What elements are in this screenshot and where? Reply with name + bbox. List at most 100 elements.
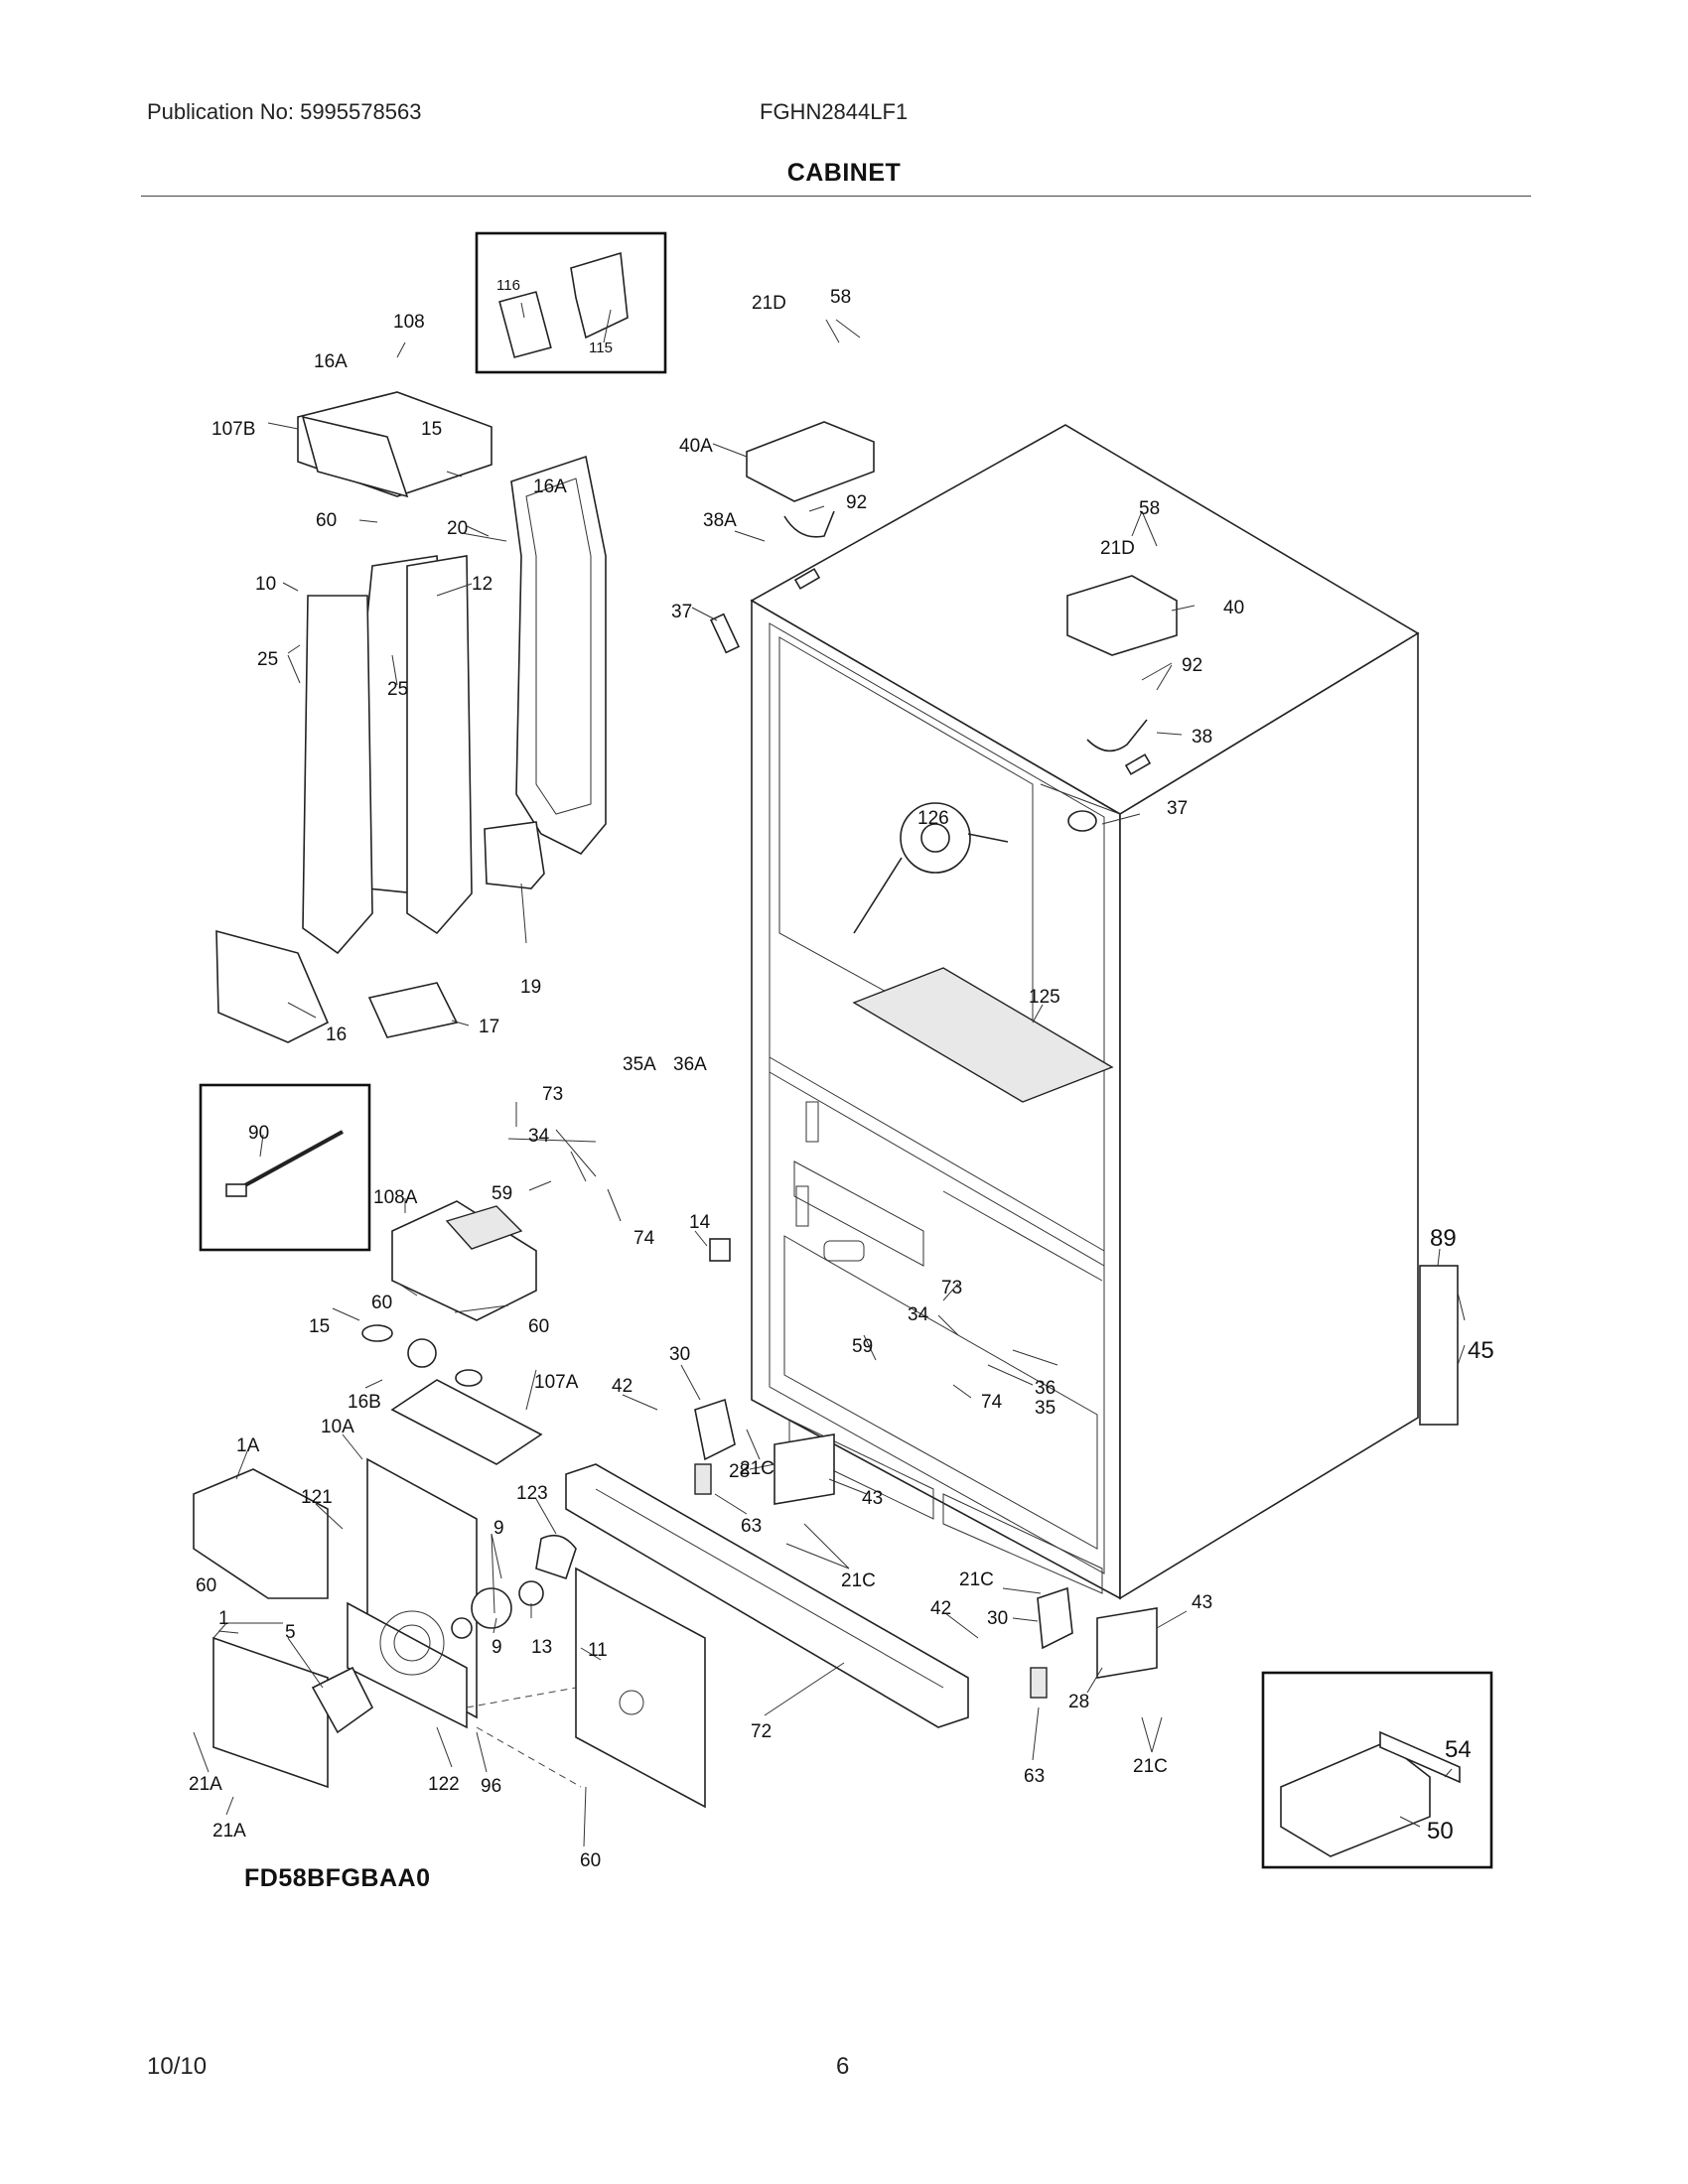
part-label-126: 126 [917, 808, 949, 829]
part-label-28: 28 [729, 1461, 750, 1482]
part-label-19: 19 [520, 977, 541, 998]
part-label-21C: 21C [1133, 1756, 1168, 1777]
part-label-28: 28 [1068, 1692, 1089, 1712]
section-title: CABINET [786, 159, 902, 187]
part-label-30: 30 [669, 1344, 690, 1365]
leader-lines [193, 302, 1466, 1847]
part-label-74: 74 [633, 1228, 655, 1249]
part-label-16B: 16B [348, 1392, 381, 1413]
part-label-21A: 21A [212, 1821, 246, 1842]
part-label-34: 34 [908, 1304, 929, 1325]
part-label-122: 122 [428, 1774, 460, 1795]
part-label-16A: 16A [314, 351, 348, 372]
ice-duct-assembly [215, 391, 607, 1043]
diagram-code: FD58BFGBAA0 [244, 1864, 431, 1892]
part-label-107B: 107B [211, 419, 255, 440]
part-label-54: 54 [1445, 1736, 1472, 1763]
part-label-92: 92 [846, 492, 867, 513]
part-label-37: 37 [1167, 798, 1188, 819]
part-label-15: 15 [309, 1316, 330, 1337]
part-label-35A: 35A [623, 1054, 656, 1075]
bottom-hinges [694, 1398, 1158, 1699]
part-label-9: 9 [492, 1637, 502, 1658]
part-label-21D: 21D [752, 293, 786, 314]
part-label-63: 63 [741, 1516, 762, 1537]
part-label-50: 50 [1427, 1818, 1454, 1844]
part-label-21C: 21C [740, 1458, 774, 1479]
part-label-21C: 21C [841, 1570, 876, 1591]
part-label-15: 15 [421, 419, 442, 440]
part-label-60: 60 [528, 1316, 549, 1337]
part-label-25: 25 [387, 679, 408, 700]
part-label-60: 60 [371, 1293, 392, 1313]
part-label-60: 60 [580, 1850, 601, 1871]
part-label-21C: 21C [959, 1570, 994, 1590]
part-label-20: 20 [447, 518, 468, 539]
part-number-labels: 116 115 108 16A 107B 15 16A 60 20 10 12 … [189, 277, 1494, 1871]
part-label-90: 90 [248, 1123, 269, 1144]
part-label-21D: 21D [1100, 538, 1135, 559]
inset-box-gasket [475, 231, 667, 374]
part-label-58: 58 [1139, 498, 1160, 519]
part-label-89: 89 [1430, 1225, 1457, 1252]
part-label-45: 45 [1468, 1337, 1494, 1364]
part-label-14: 14 [689, 1212, 711, 1233]
page-number: 6 [836, 2053, 850, 2080]
part-label-96: 96 [481, 1776, 501, 1797]
part-label-10: 10 [255, 574, 276, 595]
part-label-34: 34 [528, 1126, 550, 1147]
part-label-36: 36 [1035, 1378, 1055, 1399]
part-label-58: 58 [830, 287, 851, 308]
part-label-108: 108 [393, 312, 425, 333]
part-label-73: 73 [941, 1278, 962, 1298]
part-label-36A: 36A [673, 1054, 707, 1075]
part-label-21A: 21A [189, 1774, 222, 1795]
part-label-60: 60 [196, 1575, 216, 1596]
part-label-12: 12 [472, 574, 492, 595]
part-label-115: 115 [589, 340, 613, 356]
part-label-5: 5 [285, 1622, 296, 1643]
part-label-1: 1 [218, 1608, 229, 1629]
part-label-107A: 107A [534, 1372, 579, 1393]
part-label-43: 43 [862, 1488, 883, 1509]
part-label-63: 63 [1024, 1766, 1045, 1787]
part-label-13: 13 [531, 1637, 552, 1658]
part-label-59: 59 [852, 1336, 873, 1357]
part-label-108A: 108A [373, 1187, 418, 1208]
part-label-30: 30 [987, 1608, 1008, 1629]
part-label-11: 11 [588, 1640, 608, 1661]
machine-compartment [193, 1457, 706, 1809]
top-hinge-parts [709, 421, 1178, 874]
part-label-37: 37 [671, 602, 692, 622]
part-label-59: 59 [492, 1183, 512, 1204]
part-label-10A: 10A [321, 1417, 354, 1437]
part-label-1A: 1A [236, 1435, 260, 1456]
footer-date: 10/10 [147, 2053, 208, 2080]
part-label-43: 43 [1192, 1592, 1212, 1613]
part-label-16A: 16A [533, 477, 567, 497]
part-label-40: 40 [1223, 598, 1244, 618]
inset-box-tool [199, 1083, 371, 1252]
part-label-42: 42 [612, 1376, 633, 1397]
part-label-40A: 40A [679, 436, 713, 457]
part-label-74: 74 [981, 1392, 1003, 1413]
part-label-116: 116 [496, 277, 520, 294]
part-label-121: 121 [301, 1487, 333, 1508]
publication-number: Publication No: 5995578563 [147, 99, 422, 124]
part-label-25: 25 [257, 649, 278, 670]
part-label-125: 125 [1029, 987, 1060, 1008]
cabinet-body [750, 424, 1459, 1600]
header-divider [141, 196, 1531, 197]
model-number: FGHN2844LF1 [760, 99, 909, 124]
part-label-72: 72 [751, 1721, 772, 1742]
part-label-123: 123 [516, 1483, 548, 1504]
part-label-92: 92 [1182, 655, 1202, 676]
part-label-35: 35 [1035, 1398, 1055, 1419]
part-label-16: 16 [326, 1024, 347, 1045]
part-label-9: 9 [493, 1518, 504, 1539]
part-label-60: 60 [316, 510, 337, 531]
inset-box-tray [1261, 1671, 1493, 1869]
part-label-73: 73 [542, 1084, 563, 1105]
dispenser-housing [361, 1200, 731, 1465]
